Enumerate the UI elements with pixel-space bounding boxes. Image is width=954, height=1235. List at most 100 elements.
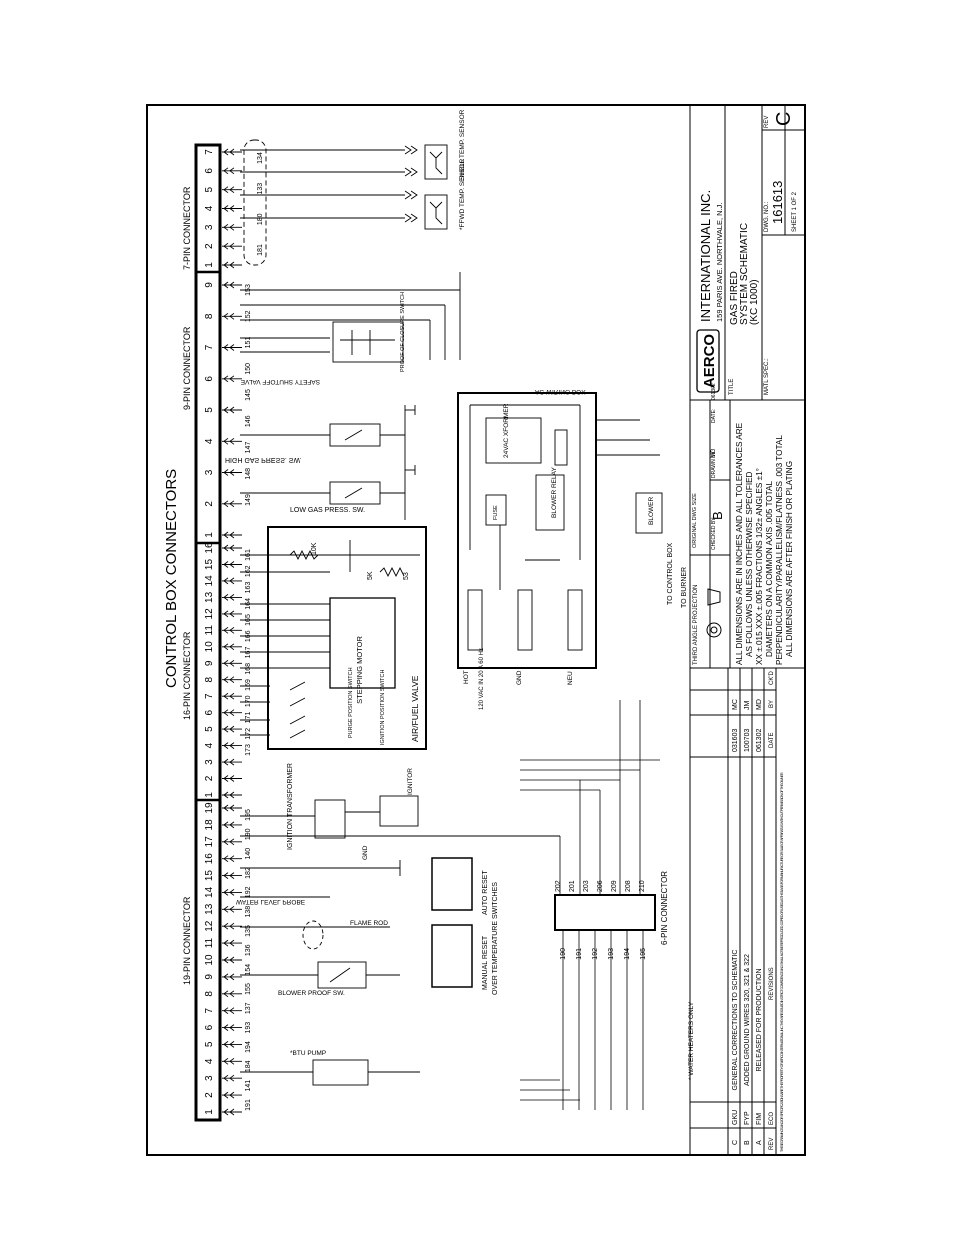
pin-number: 4 [204,1058,215,1064]
six-pin-in-wire: 194 [624,948,631,960]
drawing-border [146,104,806,1156]
pin-arrow [223,500,235,508]
wire-number: 154 [245,964,252,976]
third-angle-icon [706,588,722,638]
pin-number: 4 [204,438,215,444]
six-pin-out-wire: 203 [583,880,590,892]
pin-arrow [223,804,235,812]
wire-number: 170 [245,695,252,707]
six-pin-in-wire: 191 [576,948,583,960]
pin-number: 16 [204,853,215,865]
pin-arrow [223,406,235,414]
pin-arrow [223,905,235,913]
wire-number: 134 [257,152,264,164]
pin-arrow [223,791,235,799]
drawing-title-1: GAS FIRED [729,271,740,325]
pin-number: 9 [204,660,215,666]
blower-relay-label: BLOWER RELAY [551,467,558,518]
return-wires [520,700,660,1101]
wire-stubs [222,148,242,1116]
svg-text:DIAMETERS ON A COMMON AXIS .0: DIAMETERS ON A COMMON AXIS .005 TOTAL [765,480,774,657]
pin7-label: 7-PIN CONNECTOR [182,186,192,270]
wire-number: 141 [245,1080,252,1092]
xformer-label: 24VAC XFORMER [503,403,510,458]
svg-text:DWG. NO.:: DWG. NO.: [764,201,770,232]
pin-number: 9 [204,974,215,980]
page-title: CONTROL BOX CONNECTORS [163,469,180,688]
six-pin-out-wire: 209 [611,880,618,892]
svg-text:CK'D: CK'D [769,671,775,685]
svg-text:NEU: NEU [567,671,574,685]
svg-text:HOT: HOT [463,670,470,684]
wire-number: 164 [245,598,252,610]
svg-text:GENERAL CORRECTIONS TO SCHEMAT: GENERAL CORRECTIONS TO SCHEMATIC [732,950,739,1091]
pin-number: 1 [204,1109,215,1115]
svg-text:CHECKED BY:: CHECKED BY: [711,516,717,550]
svg-text:MD: MD [711,448,717,458]
wire-number: 152 [245,310,252,322]
pin-number: 15 [204,870,215,882]
pin-arrow [223,758,235,766]
company-name: INTERNATIONAL INC. [698,190,713,322]
svg-text:THESE DRAWINGS AND/OR SPECIFIC: THESE DRAWINGS AND/OR SPECIFICATIONS ARE… [780,772,784,1152]
pin-arrow [223,281,235,289]
ac-box-label: AC WIRING BOX [535,388,586,395]
wire-number: 166 [245,630,252,642]
pin-arrow [223,973,235,981]
svg-text:DATE: DATE [769,732,775,748]
pin-arrow [223,709,235,717]
pin-number: 6 [204,709,215,715]
wire-number: 173 [245,744,252,756]
flame-rod-label: FLAME ROD [350,920,388,927]
pin-arrow [223,692,235,700]
water-heaters-note: * WATER HEATERS ONLY [688,1001,695,1080]
wire-number: 165 [245,614,252,626]
six-pin-in-wire: 193 [608,948,615,960]
pin-number: 2 [204,775,215,781]
svg-text:FYP: FYP [744,1111,751,1125]
wire-number: 167 [245,647,252,659]
pin-number: 14 [204,575,215,587]
purge-switch-label: PURGE POSITION SWITCH [348,667,354,738]
pin-number: 10 [204,641,215,653]
pin-number: 3 [204,1075,215,1081]
pin-number: 7 [204,149,215,155]
six-pin-in-wire: 192 [592,948,599,960]
pin-number: 3 [204,224,215,230]
water-level-probe [240,860,401,950]
over-temp-label: OVER TEMPERATURE SWITCHES [492,882,499,995]
svg-text:REV: REV [769,1138,775,1150]
wire-number: 191 [245,1099,252,1111]
wire-number: 192 [245,886,252,898]
wire-number: 135 [245,925,252,937]
blower-label: BLOWER [648,497,655,525]
pin-number: 8 [204,991,215,997]
title-block: AERCO INTERNATIONAL INC. 159 PARIS AVE. … [689,105,805,1155]
pin-arrow [223,375,235,383]
pin-number: 6 [204,1024,215,1030]
svg-text:GND: GND [516,670,523,685]
pin16-label: 16-PIN CONNECTOR [182,631,192,720]
btu-pump [240,1059,420,1086]
svg-text:AERCO: AERCO [701,334,718,389]
pin-number: 7 [204,344,215,350]
pin-arrow [223,437,235,445]
manual-reset-label: MANUAL RESET [482,935,489,990]
ac-wiring-box [457,392,663,669]
wire-number: 151 [245,337,252,349]
svg-text:53: 53 [403,572,410,580]
svg-text:FIM: FIM [756,1113,763,1125]
revision-letter: C [773,112,795,126]
pin-arrow [223,1074,235,1082]
six-pin-connector [554,894,656,931]
low-gas-label: LOW GAS PRESS. SW. [290,507,365,514]
svg-text:REV: REV [764,116,770,128]
pin-number: 1 [204,262,215,268]
wire-number: 153 [245,284,252,296]
six-pin-out-wire: 206 [597,880,604,892]
ignitor-label: IGNITOR [407,768,414,795]
